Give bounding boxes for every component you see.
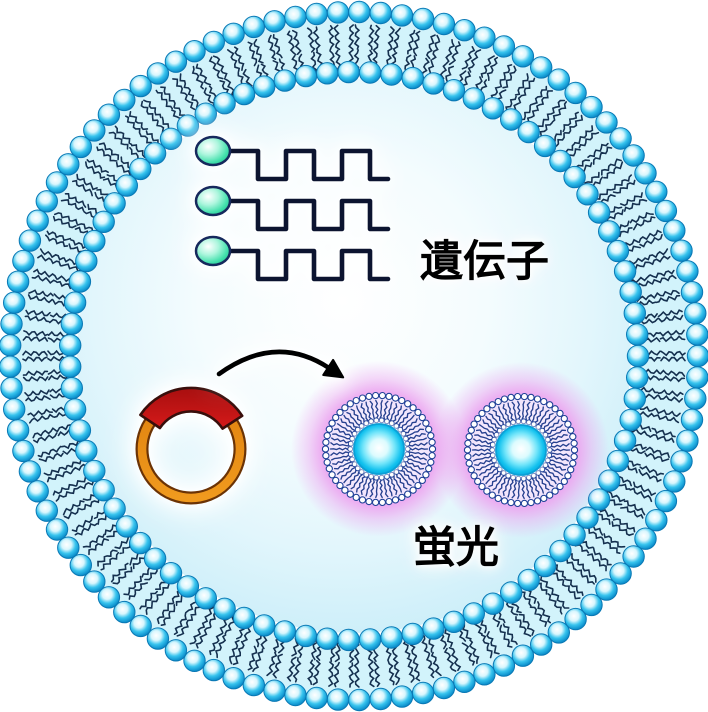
fluorescent-vesicles-icon bbox=[291, 361, 609, 538]
gene-strands-icon bbox=[194, 135, 391, 282]
plasmid-icon bbox=[135, 386, 247, 505]
fluorescence-label: 蛍光 bbox=[413, 524, 499, 572]
insertion-arrow-icon bbox=[216, 349, 345, 379]
gene-label: 遺伝子 bbox=[420, 238, 549, 286]
